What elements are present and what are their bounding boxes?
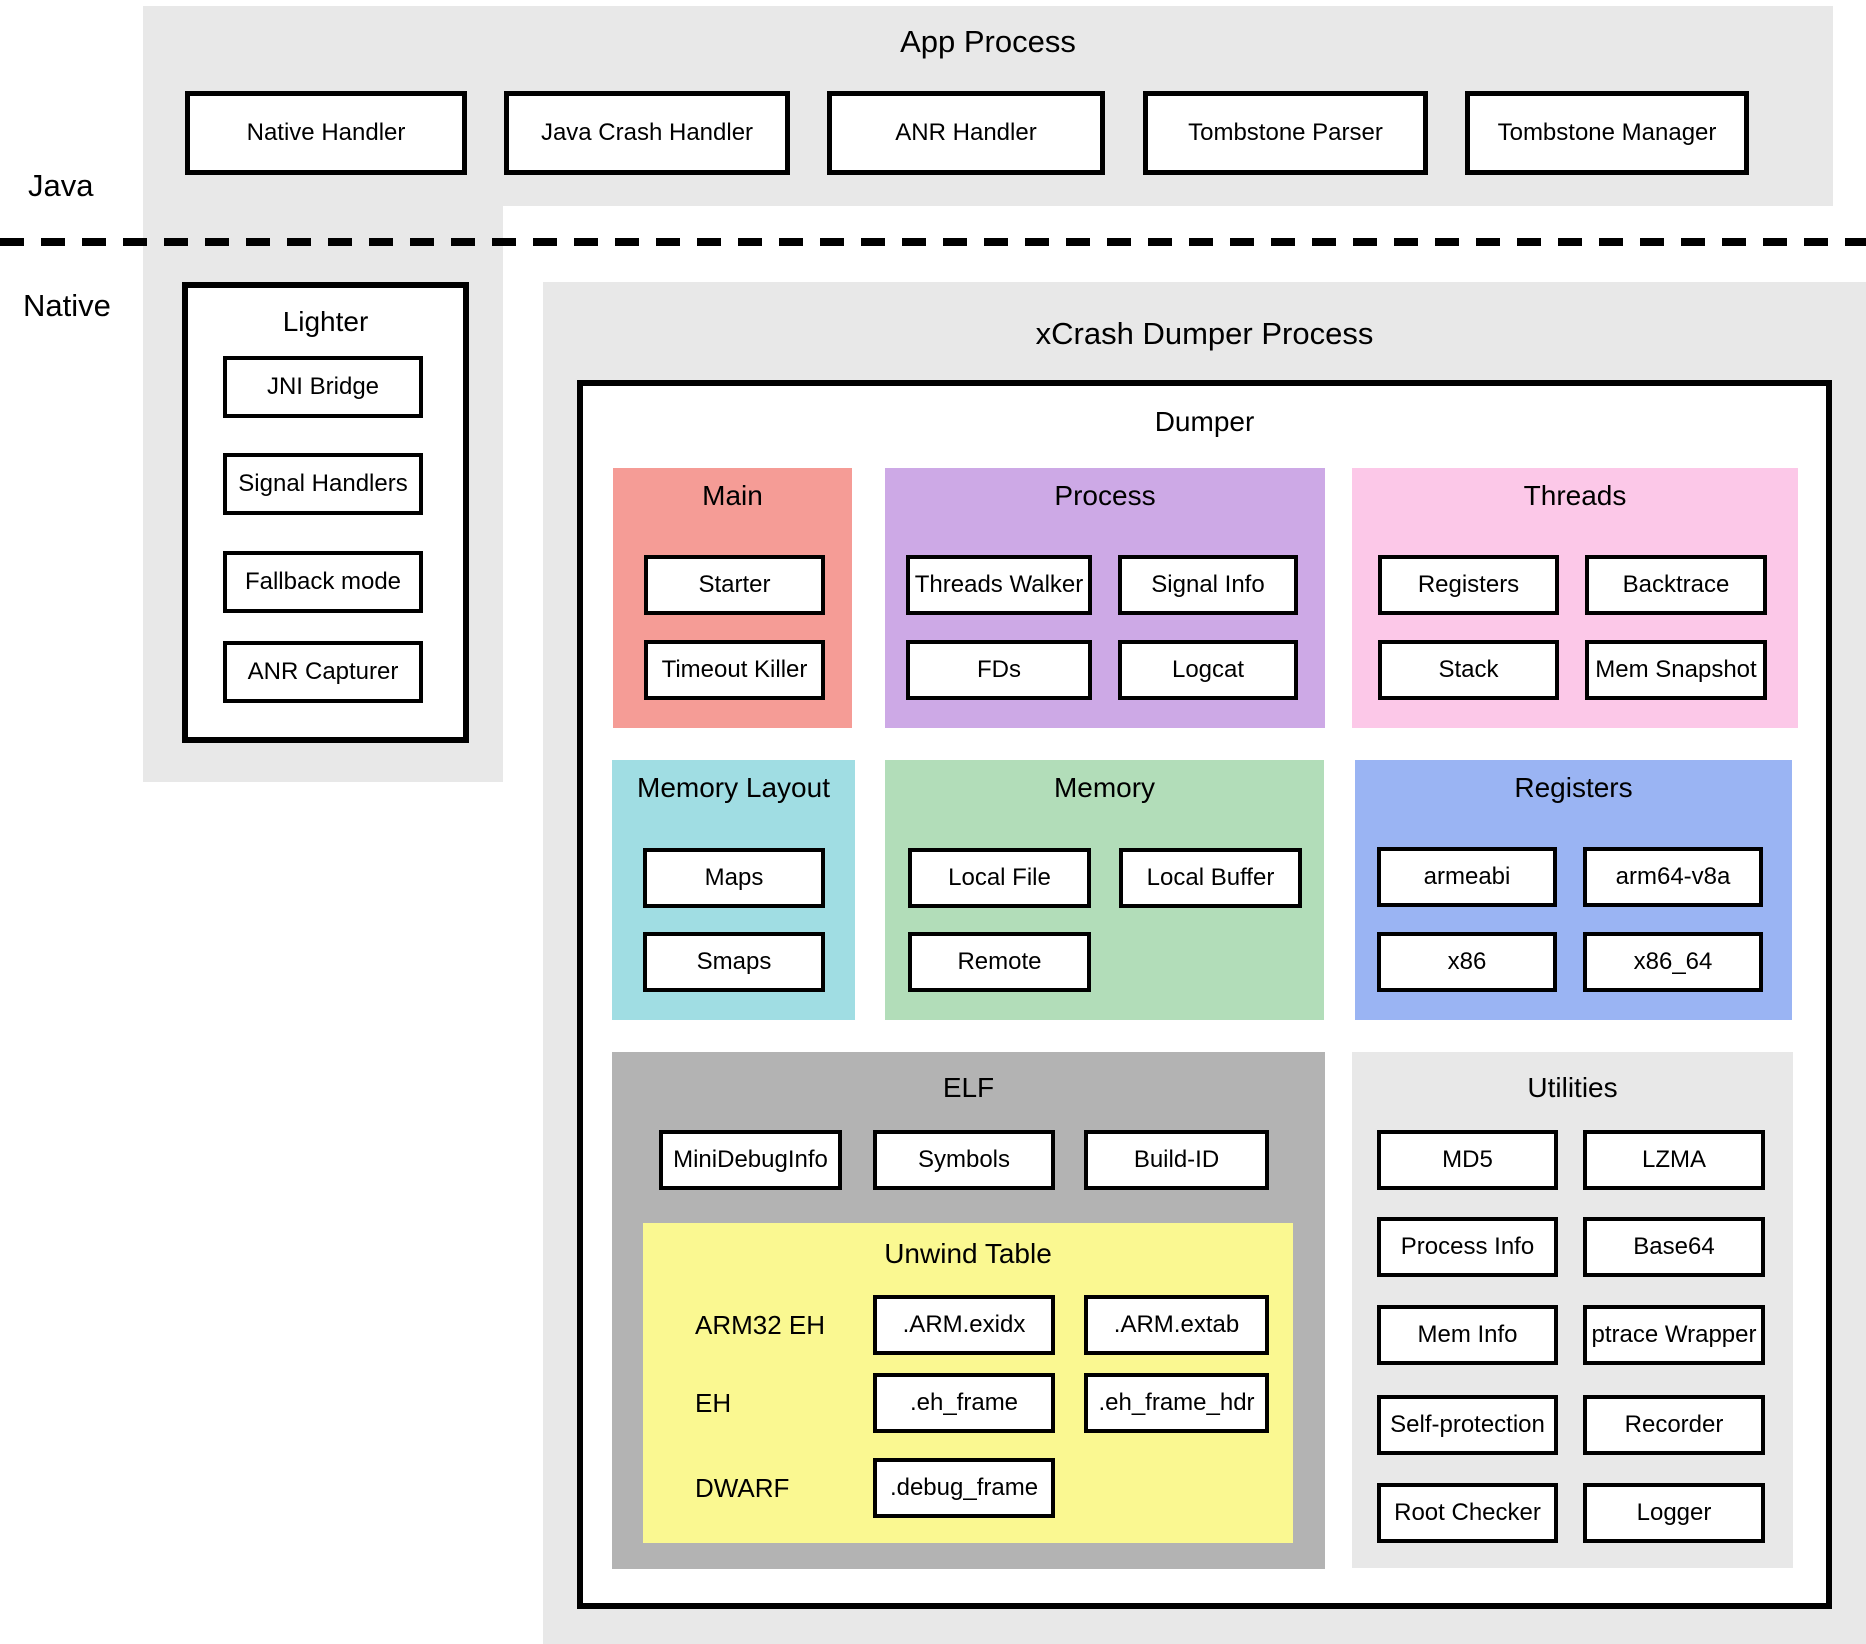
- java-crash-handler-box: Java Crash Handler: [504, 91, 790, 175]
- section-registers-title: Registers: [1514, 772, 1633, 803]
- root-checker-box: Root Checker: [1377, 1483, 1558, 1543]
- x86-box: x86: [1377, 932, 1557, 992]
- section-process-title: Process: [1054, 480, 1156, 511]
- build-id-box: Build-ID: [1084, 1130, 1269, 1190]
- section-utilities-title: Utilities: [1527, 1072, 1618, 1103]
- mem-snapshot-box: Mem Snapshot: [1585, 640, 1767, 700]
- lighter-title: Lighter: [282, 306, 369, 337]
- lzma-box: LZMA: [1583, 1130, 1765, 1190]
- tombstone-parser-box: Tombstone Parser: [1143, 91, 1428, 175]
- dumper-title: Dumper: [1154, 406, 1255, 437]
- signal-info-box: Signal Info: [1118, 555, 1298, 615]
- starter-box: Starter: [644, 555, 825, 615]
- dwarf-label: DWARF: [695, 1472, 790, 1503]
- minidebuginfo-box: MiniDebugInfo: [659, 1130, 842, 1190]
- section-threads-title: Threads: [1523, 480, 1627, 511]
- process-info-box: Process Info: [1377, 1217, 1558, 1277]
- ptrace-wrapper-box: ptrace Wrapper: [1583, 1305, 1765, 1365]
- arm-extab-box: .ARM.extab: [1084, 1295, 1269, 1355]
- threads-walker-box: Threads Walker: [906, 555, 1092, 615]
- java-native-divider: [0, 238, 1866, 246]
- self-protection-box: Self-protection: [1377, 1395, 1558, 1455]
- native-label: Native: [23, 288, 111, 323]
- lighter-box: Lighter JNI Bridge Signal Handlers Fallb…: [182, 282, 469, 743]
- local-file-box: Local File: [908, 848, 1091, 908]
- x86-64-box: x86_64: [1583, 932, 1763, 992]
- section-memory-layout-title: Memory Layout: [637, 772, 830, 803]
- tombstone-manager-box: Tombstone Manager: [1465, 91, 1749, 175]
- native-handler-box: Native Handler: [185, 91, 467, 175]
- section-threads: Threads Registers Backtrace Stack Mem Sn…: [1352, 468, 1798, 728]
- section-main: Main Starter Timeout Killer: [613, 468, 852, 728]
- section-memory-layout: Memory Layout Maps Smaps: [612, 760, 855, 1020]
- section-elf-title: ELF: [942, 1072, 995, 1103]
- thread-registers-box: Registers: [1378, 555, 1559, 615]
- anr-capturer-box: ANR Capturer: [223, 641, 423, 703]
- smaps-box: Smaps: [643, 932, 825, 992]
- section-registers: Registers armeabi arm64-v8a x86 x86_64: [1355, 760, 1792, 1020]
- mem-info-box: Mem Info: [1377, 1305, 1558, 1365]
- timeout-killer-box: Timeout Killer: [644, 640, 825, 700]
- section-elf: ELF MiniDebugInfo Symbols Build-ID Unwin…: [612, 1052, 1325, 1569]
- section-process: Process Threads Walker Signal Info FDs L…: [885, 468, 1325, 728]
- java-label: Java: [28, 168, 94, 203]
- unwind-table-title: Unwind Table: [884, 1238, 1052, 1269]
- md5-box: MD5: [1377, 1130, 1558, 1190]
- local-buffer-box: Local Buffer: [1119, 848, 1302, 908]
- symbols-box: Symbols: [873, 1130, 1055, 1190]
- arm-exidx-box: .ARM.exidx: [873, 1295, 1055, 1355]
- logger-box: Logger: [1583, 1483, 1765, 1543]
- eh-label: EH: [695, 1387, 732, 1418]
- maps-box: Maps: [643, 848, 825, 908]
- eh-frame-box: .eh_frame: [873, 1373, 1055, 1433]
- section-main-title: Main: [702, 480, 763, 511]
- unwind-table: Unwind Table ARM32 EH .ARM.exidx .ARM.ex…: [643, 1223, 1293, 1543]
- backtrace-box: Backtrace: [1585, 555, 1767, 615]
- arm64-v8a-box: arm64-v8a: [1583, 847, 1763, 907]
- jni-bridge-box: JNI Bridge: [223, 356, 423, 418]
- fallback-mode-box: Fallback mode: [223, 551, 423, 613]
- anr-handler-box: ANR Handler: [827, 91, 1105, 175]
- arm32-eh-label: ARM32 EH: [695, 1309, 826, 1340]
- app-process-title: App Process: [900, 24, 1076, 59]
- section-memory: Memory Local File Local Buffer Remote: [885, 760, 1324, 1020]
- eh-frame-hdr-box: .eh_frame_hdr: [1084, 1373, 1269, 1433]
- base64-box: Base64: [1583, 1217, 1765, 1277]
- remote-box: Remote: [908, 932, 1091, 992]
- fds-box: FDs: [906, 640, 1092, 700]
- logcat-box: Logcat: [1118, 640, 1298, 700]
- stack-box: Stack: [1378, 640, 1559, 700]
- section-utilities: Utilities MD5 LZMA Process Info Base64 M…: [1352, 1052, 1793, 1568]
- recorder-box: Recorder: [1583, 1395, 1765, 1455]
- debug-frame-box: .debug_frame: [873, 1458, 1055, 1518]
- signal-handlers-box: Signal Handlers: [223, 453, 423, 515]
- section-memory-title: Memory: [1053, 772, 1156, 803]
- dumper-process-title: xCrash Dumper Process: [1035, 316, 1374, 351]
- armeabi-box: armeabi: [1377, 847, 1557, 907]
